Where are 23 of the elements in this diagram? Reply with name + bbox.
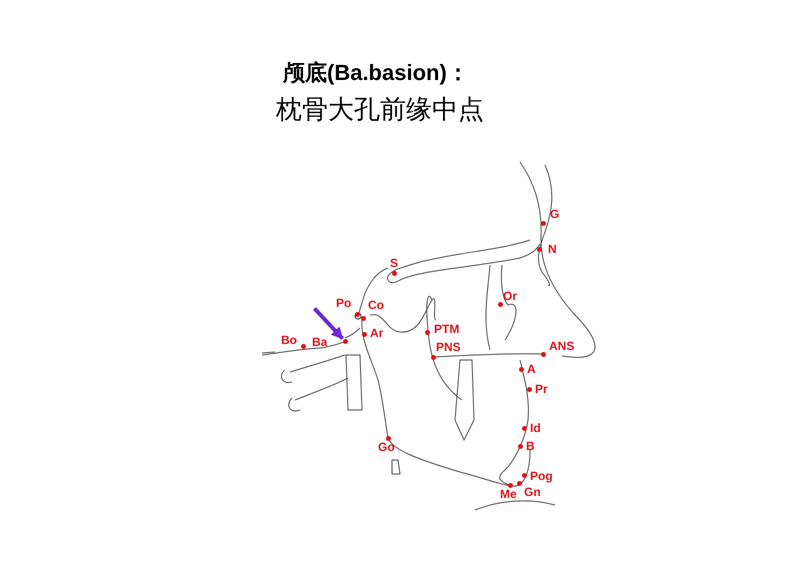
landmark-label: B (526, 440, 535, 453)
landmark-label: Ar (370, 327, 384, 340)
landmark-label: Gn (524, 486, 541, 499)
landmark-dot (342, 338, 348, 344)
title: 颅底(Ba.basion)： (283, 59, 469, 87)
landmark-label: Or (503, 290, 518, 303)
landmark-label: Co (368, 299, 384, 312)
landmark-label: Pr (535, 383, 548, 396)
landmark-label: Po (336, 297, 352, 310)
landmark-label: A (527, 363, 536, 376)
landmark-label: N (548, 243, 557, 256)
landmark-label: G (550, 208, 560, 221)
landmark-label: S (390, 257, 398, 270)
landmark-label: Pog (530, 470, 553, 483)
landmark-label: Ba (312, 335, 328, 349)
landmark-label: Me (500, 488, 517, 501)
landmark-label: PNS (436, 341, 461, 354)
landmark-label: Go (378, 441, 395, 454)
landmark-label: Id (530, 422, 541, 435)
landmark-label: PTM (434, 323, 460, 336)
subtitle: 枕骨大孔前缘中点 (276, 93, 484, 126)
landmark-label: Bo (281, 334, 297, 347)
landmark-label: ANS (549, 340, 574, 353)
